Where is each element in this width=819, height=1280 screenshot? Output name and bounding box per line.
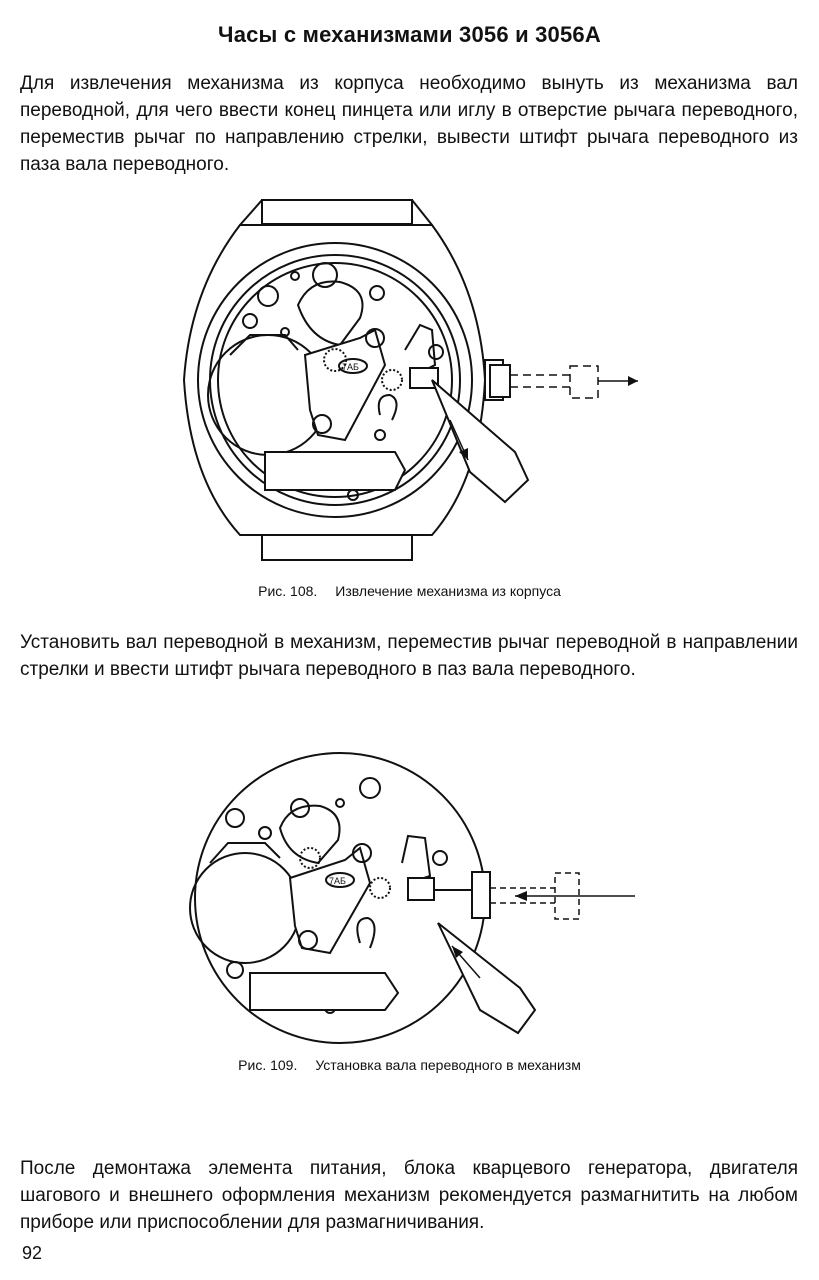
stepper-coil <box>280 806 340 863</box>
gear <box>382 370 402 390</box>
setting-lever <box>405 325 435 370</box>
setting-lever-block <box>410 368 438 388</box>
hole <box>313 263 337 287</box>
stem-pulled-out <box>510 366 598 398</box>
hole <box>227 962 243 978</box>
hole <box>291 272 299 280</box>
stepper-coil <box>298 281 363 345</box>
crown-in-case <box>490 365 510 397</box>
case-lug-top <box>240 200 432 225</box>
figure-109-caption: Рис. 109. Установка вала переводного в ме… <box>0 1057 819 1073</box>
case-lug-bottom <box>262 532 412 560</box>
spring <box>379 395 397 420</box>
page-number: 92 <box>22 1243 43 1263</box>
page-title: Часы с механизмами 3056 и 3056А <box>218 22 601 47</box>
figure-108-caption: Рис. 108. Извлечение механизма из корпуса <box>0 583 819 599</box>
figure-108-drawing: 7АБ <box>170 190 638 575</box>
tweezers <box>438 923 535 1033</box>
figure-109-drawing: 7АБ <box>180 748 650 1048</box>
hole <box>281 328 289 336</box>
paragraph-removal-instructions: Для извлечения механизма из корпуса необ… <box>20 73 798 175</box>
bridge-screw <box>366 329 384 347</box>
hole <box>360 778 380 798</box>
hole <box>375 430 385 440</box>
bridge-screw <box>313 415 331 433</box>
spring <box>357 918 374 948</box>
figure-108-caption-text: Извлечение механизма из корпуса <box>335 583 561 599</box>
movement-plate <box>218 263 452 497</box>
arrow-removal <box>598 376 638 386</box>
tweezers <box>432 380 528 502</box>
battery-clamp <box>230 335 298 355</box>
figure-109-caption-text: Установка вала переводного в механизм <box>315 1057 581 1073</box>
hole <box>370 286 384 300</box>
paragraph-demagnetization-note: После демонтажа элемента питания, блока … <box>20 1158 798 1233</box>
engraving-oval <box>339 359 367 373</box>
arrow-lever-direction <box>452 946 480 978</box>
arrow-lever-direction <box>450 420 468 460</box>
gear <box>300 848 320 868</box>
setting-lever <box>402 836 430 880</box>
paragraph-installation-instructions: Установить вал переводной в механизм, пе… <box>20 632 798 680</box>
bridge-screw <box>353 844 371 862</box>
crown-ghost <box>490 873 579 919</box>
crown <box>472 872 490 918</box>
gear <box>324 349 346 371</box>
hole <box>433 851 447 865</box>
bridge-screw <box>299 931 317 949</box>
hole <box>258 286 278 306</box>
movement-engraving: 7АБ <box>342 362 359 372</box>
display-window <box>250 973 398 1010</box>
battery <box>190 853 300 963</box>
hole <box>226 809 244 827</box>
hole <box>336 799 344 807</box>
hole <box>291 799 309 817</box>
engraving-oval <box>326 873 354 887</box>
battery-clamp <box>210 843 280 863</box>
movement-engraving: 7АБ <box>329 876 346 886</box>
setting-lever-block <box>408 878 434 900</box>
figure-108-number: Рис. 108. <box>258 583 318 599</box>
gear <box>370 878 390 898</box>
display-window <box>265 452 405 490</box>
figure-109-number: Рис. 109. <box>238 1057 298 1073</box>
case-bezel <box>198 243 472 517</box>
arrow-insertion <box>515 891 635 901</box>
hole <box>243 314 257 328</box>
hole <box>429 345 443 359</box>
hole <box>259 827 271 839</box>
